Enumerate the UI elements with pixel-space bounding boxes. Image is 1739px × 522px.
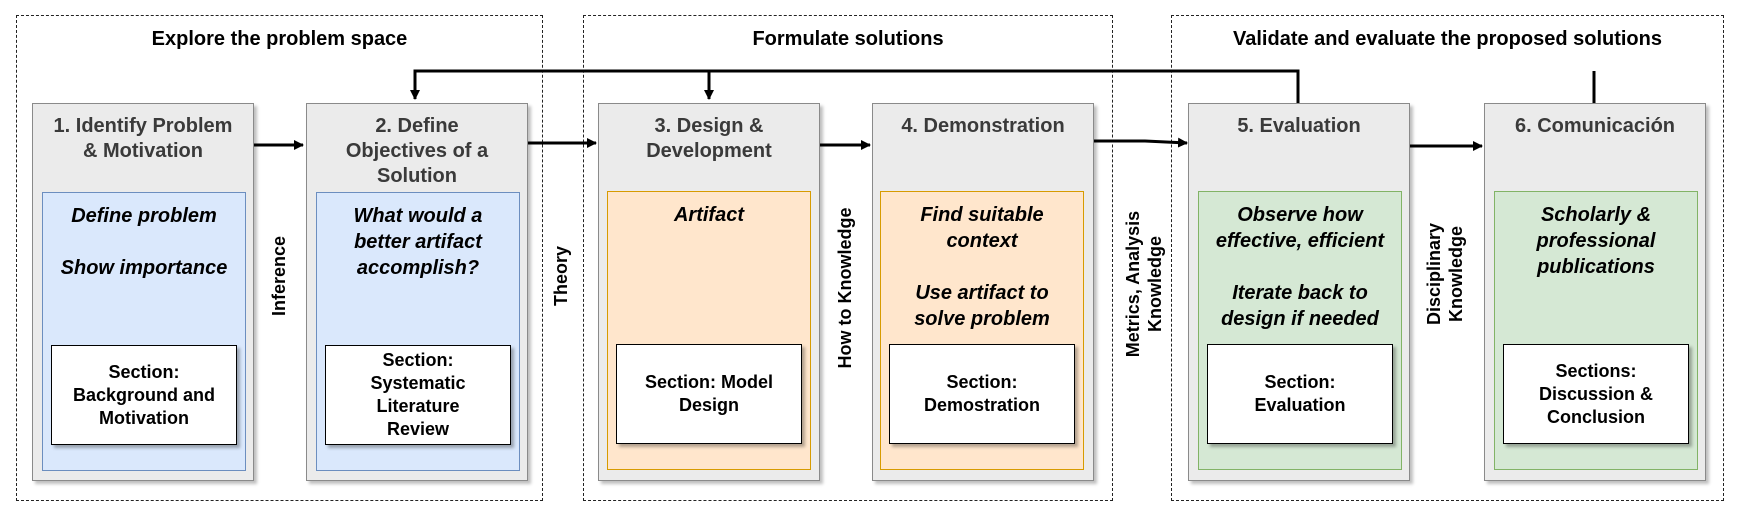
stage-title: 5. Evaluation [1237,115,1361,137]
activity-box: Scholarly & professional publications Se… [1494,191,1698,470]
stage-title: 3. Design & Development [646,115,772,162]
connector-label-metrics-analysis: Metrics, Analysis Knowledge [1123,210,1165,358]
connector-label-theory: Theory [551,245,571,307]
phase-title: Explore the problem space [151,28,408,50]
stage-evaluation: 5. Evaluation Observe how effective, eff… [1188,103,1410,481]
connector-label-disciplinary-knowledge: Disciplinary Knowledge [1424,222,1466,326]
phase-group-validate: Validate and evaluate the proposed solut… [1171,15,1724,501]
stage-title: 6. Comunicación [1514,115,1676,137]
phase-title: Formulate solutions [752,28,944,50]
activity-text: Scholarly & professional publications [1536,204,1656,278]
stage-demonstration: 4. Demonstration Find suitable context U… [872,103,1094,481]
feedback-loop-line [410,69,1300,103]
stage-title: 4. Demonstration [901,115,1065,137]
stage-define-objectives: 2. Define Objectives of a Solution What … [306,103,528,481]
stage-design-development: 3. Design & Development Artifact Section… [598,103,820,481]
arrow-4-to-5 [1094,137,1188,148]
connector-label-how-to-knowledge: How to Knowledge [835,207,855,369]
connector-label-inference: Inference [269,235,289,317]
activity-text: Define problem Show importance [60,205,228,279]
activity-box: Define problem Show importance Section: … [42,192,246,471]
activity-text: Observe how effective, efficient Iterate… [1215,204,1385,330]
stage-title: 1. Identify Problem & Motivation [53,115,233,162]
activity-text: What would a better artifact accomplish? [353,205,483,279]
section-box: Section: Demostration [889,344,1075,444]
activity-text: Artifact [673,204,744,226]
stage-title: 2. Define Objectives of a Solution [345,115,489,187]
section-box: Section: Background and Motivation [51,345,237,445]
section-box: Section: Model Design [616,344,802,444]
stage-communication: 6. Comunicación Scholarly & professional… [1484,103,1706,481]
activity-box: Find suitable context Use artifact to so… [880,191,1084,470]
section-box: Section: Systematic Literature Review [325,345,511,445]
section-box: Sections: Discussion & Conclusion [1503,344,1689,444]
activity-box: Observe how effective, efficient Iterate… [1198,191,1402,470]
activity-text: Find suitable context Use artifact to so… [914,204,1050,330]
phase-group-explore: Explore the problem space [16,15,543,501]
section-box: Section: Evaluation [1207,344,1393,444]
stage-identify-problem: 1. Identify Problem & Motivation Define … [32,103,254,481]
activity-box: Artifact Section: Model Design [607,191,811,470]
phase-title: Validate and evaluate the proposed solut… [1233,28,1662,50]
activity-box: What would a better artifact accomplish?… [316,192,520,471]
phase-group-formulate: Formulate solutions [583,15,1113,501]
